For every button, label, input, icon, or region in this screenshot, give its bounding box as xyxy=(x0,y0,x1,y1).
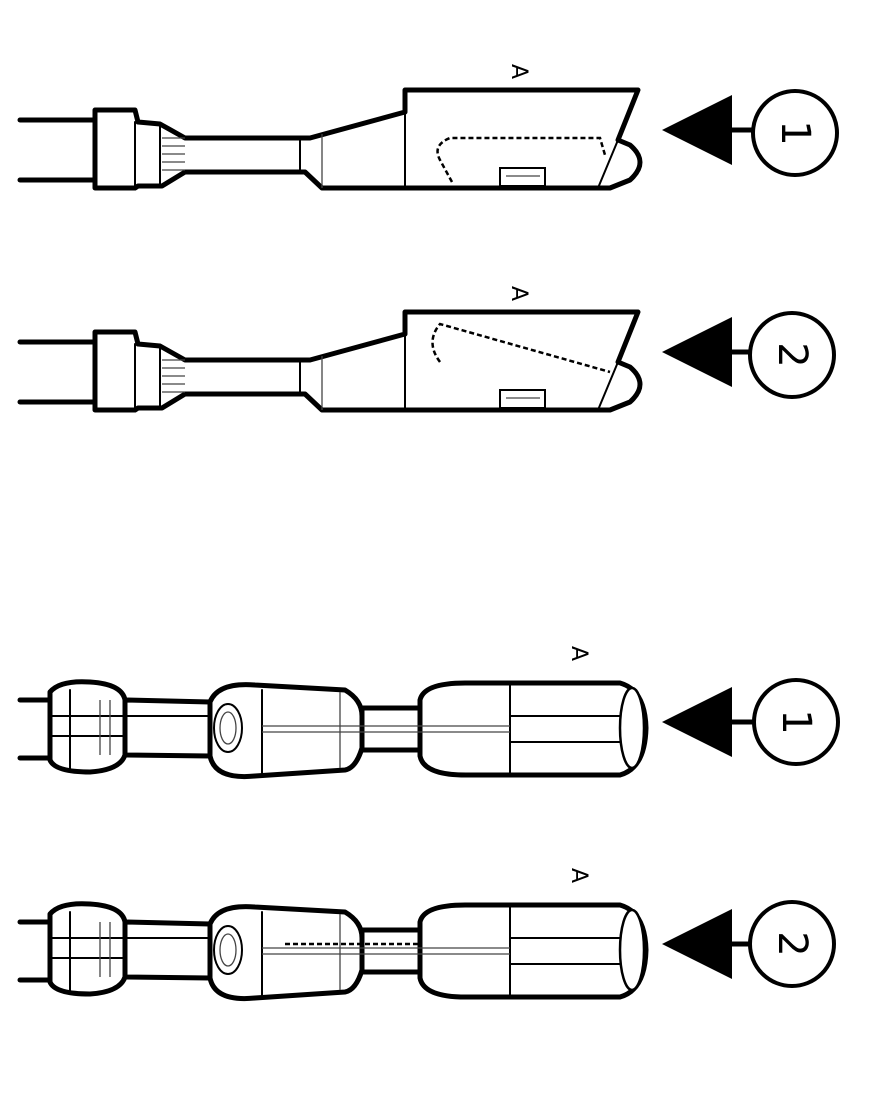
side-label-a: A xyxy=(566,646,591,661)
callout-circle xyxy=(752,678,840,766)
flat-terminal-1 xyxy=(20,90,640,188)
side-label-a: A xyxy=(566,868,591,883)
side-label-a: A xyxy=(506,64,531,79)
callout-number: 2 xyxy=(769,342,815,367)
flat-terminal-2 xyxy=(20,312,640,410)
callout-number: 1 xyxy=(773,709,819,734)
callout-circle xyxy=(751,89,839,177)
callout-number: 2 xyxy=(769,931,815,956)
contact-spring-dashed-1 xyxy=(436,136,607,183)
contact-spring-dashed-2 xyxy=(431,322,611,374)
round-terminal-2 xyxy=(20,904,646,999)
side-label-a: A xyxy=(506,286,531,301)
callout-circle xyxy=(748,900,836,988)
round-terminal-1 xyxy=(20,682,646,777)
callout-number: 1 xyxy=(772,120,818,145)
callout-circle xyxy=(748,311,836,399)
